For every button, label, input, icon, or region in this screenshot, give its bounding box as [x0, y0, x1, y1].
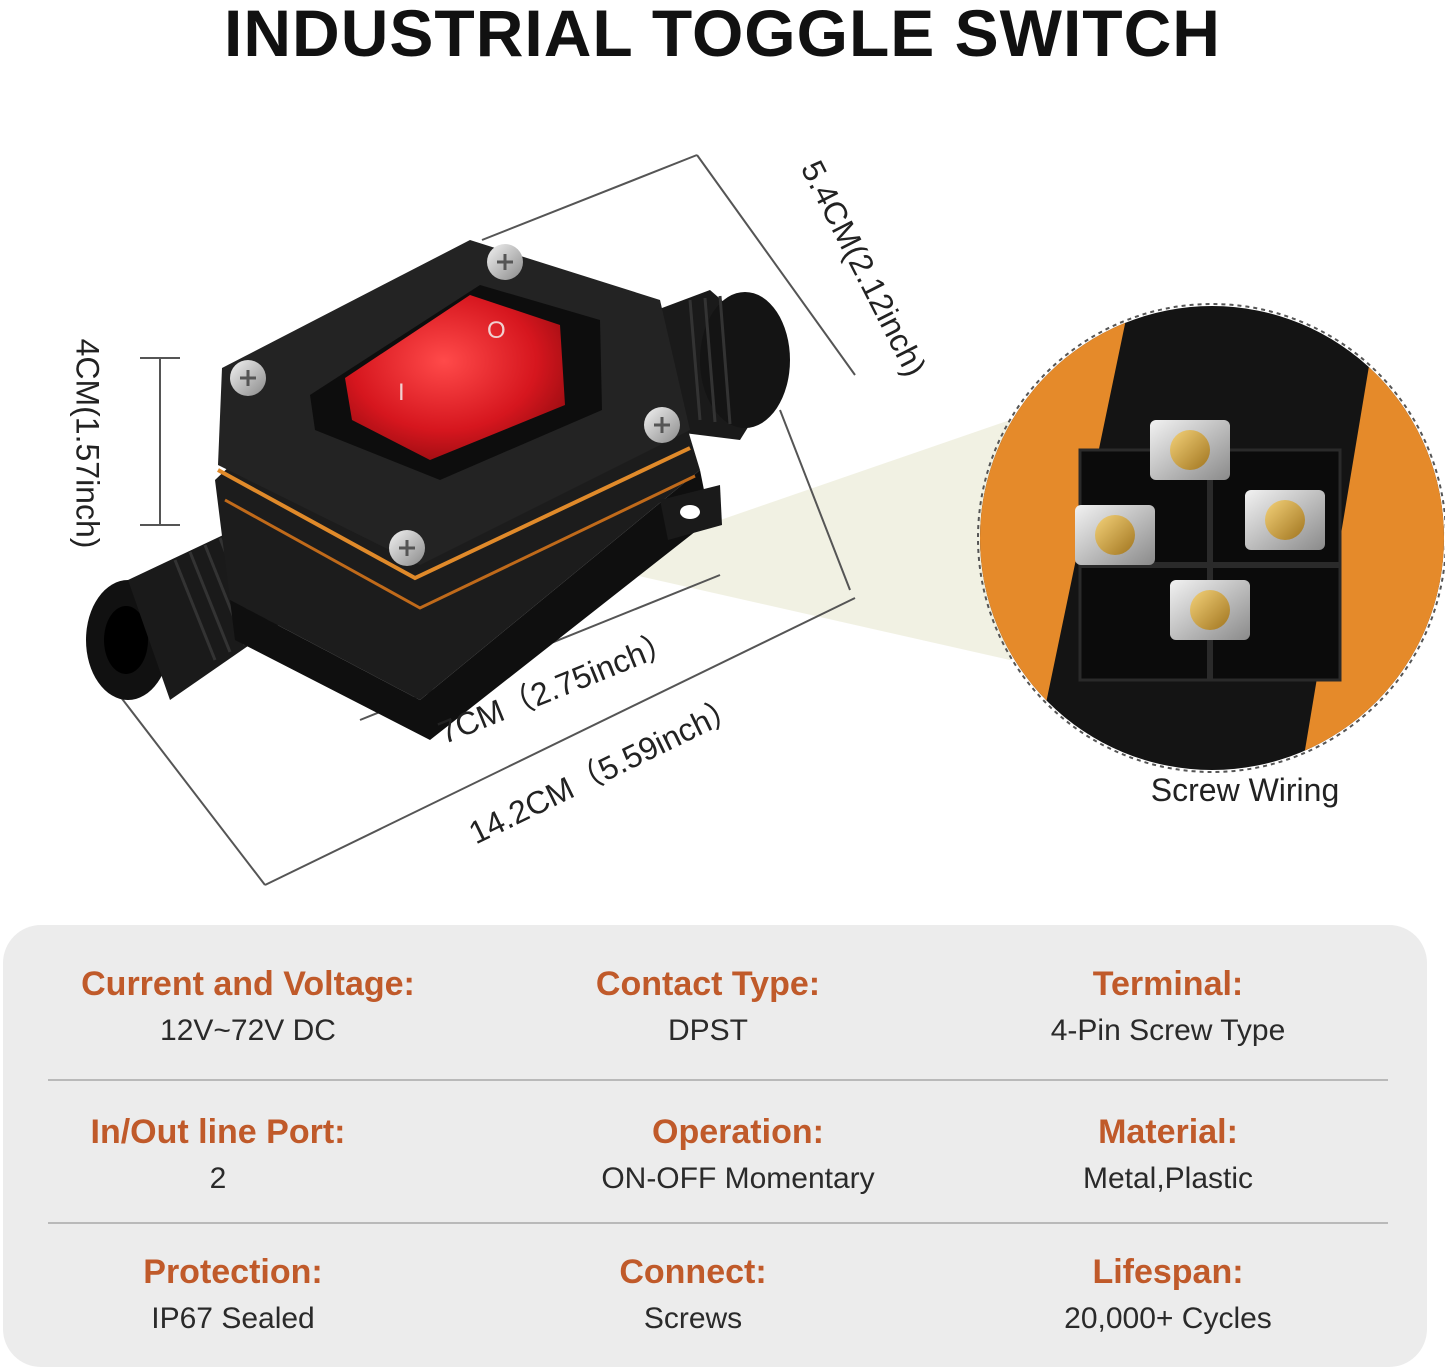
- spec-value: 20,000+ Cycles: [1064, 1302, 1272, 1335]
- terminal-screws: [1075, 420, 1325, 640]
- spec-label: In/Out line Port:: [90, 1113, 346, 1151]
- screw-wiring-detail: [977, 303, 1445, 773]
- spec-value: Metal,Plastic: [1082, 1162, 1254, 1195]
- page-title: INDUSTRIAL TOGGLE SWITCH: [224, 0, 1221, 70]
- spec-connect: Connect: Screws: [493, 1213, 893, 1353]
- spec-current-voltage: Current and Voltage: 12V~72V DC: [48, 925, 448, 1065]
- dimension-lines: [99, 154, 856, 886]
- spec-material: Material: Metal,Plastic: [968, 1073, 1368, 1213]
- spec-label: Terminal:: [1092, 965, 1244, 1003]
- spec-row: Protection: IP67 Sealed Connect: Screws …: [3, 1213, 1427, 1353]
- spec-label: Lifespan:: [1092, 1253, 1244, 1291]
- spec-label: Operation:: [652, 1113, 824, 1151]
- rocker-switch: O I: [310, 285, 602, 480]
- on-symbol: I: [398, 379, 405, 406]
- spec-label: Connect:: [619, 1253, 767, 1291]
- housing-screws: [230, 244, 680, 566]
- spec-line-port: In/Out line Port: 2: [18, 1073, 418, 1213]
- spec-label: Material:: [1098, 1113, 1238, 1151]
- spec-divider: [48, 1222, 1388, 1224]
- spec-value: DPST: [667, 1014, 748, 1047]
- product-illustration: O I: [86, 154, 1445, 886]
- spec-row: Current and Voltage: 12V~72V DC Contact …: [3, 925, 1427, 1065]
- spec-value: Screws: [643, 1302, 743, 1335]
- spec-label: Protection:: [143, 1253, 323, 1291]
- spec-terminal: Terminal: 4-Pin Screw Type: [968, 925, 1368, 1065]
- spec-value: ON-OFF Momentary: [601, 1162, 875, 1195]
- off-symbol: O: [487, 317, 506, 344]
- spec-value: 12V~72V DC: [160, 1014, 336, 1047]
- detail-beam: [590, 420, 1010, 660]
- spec-contact-type: Contact Type: DPST: [508, 925, 908, 1065]
- spec-row: In/Out line Port: 2 Operation: ON-OFF Mo…: [3, 1073, 1427, 1213]
- spec-label: Current and Voltage:: [81, 965, 415, 1003]
- spec-value: 2: [209, 1162, 227, 1195]
- spec-value: IP67 Sealed: [151, 1302, 315, 1335]
- spec-lifespan: Lifespan: 20,000+ Cycles: [968, 1213, 1368, 1353]
- screw-wiring-caption: Screw Wiring: [1150, 772, 1340, 808]
- spec-label: Contact Type:: [595, 965, 821, 1003]
- spec-value: 4-Pin Screw Type: [1050, 1014, 1286, 1047]
- spec-divider: [48, 1079, 1388, 1081]
- spec-protection: Protection: IP67 Sealed: [33, 1213, 433, 1353]
- spec-panel: Current and Voltage: 12V~72V DC Contact …: [3, 925, 1427, 1367]
- spec-operation: Operation: ON-OFF Momentary: [538, 1073, 938, 1213]
- height-dimension-label: 4CM(1.57inch): [69, 338, 106, 549]
